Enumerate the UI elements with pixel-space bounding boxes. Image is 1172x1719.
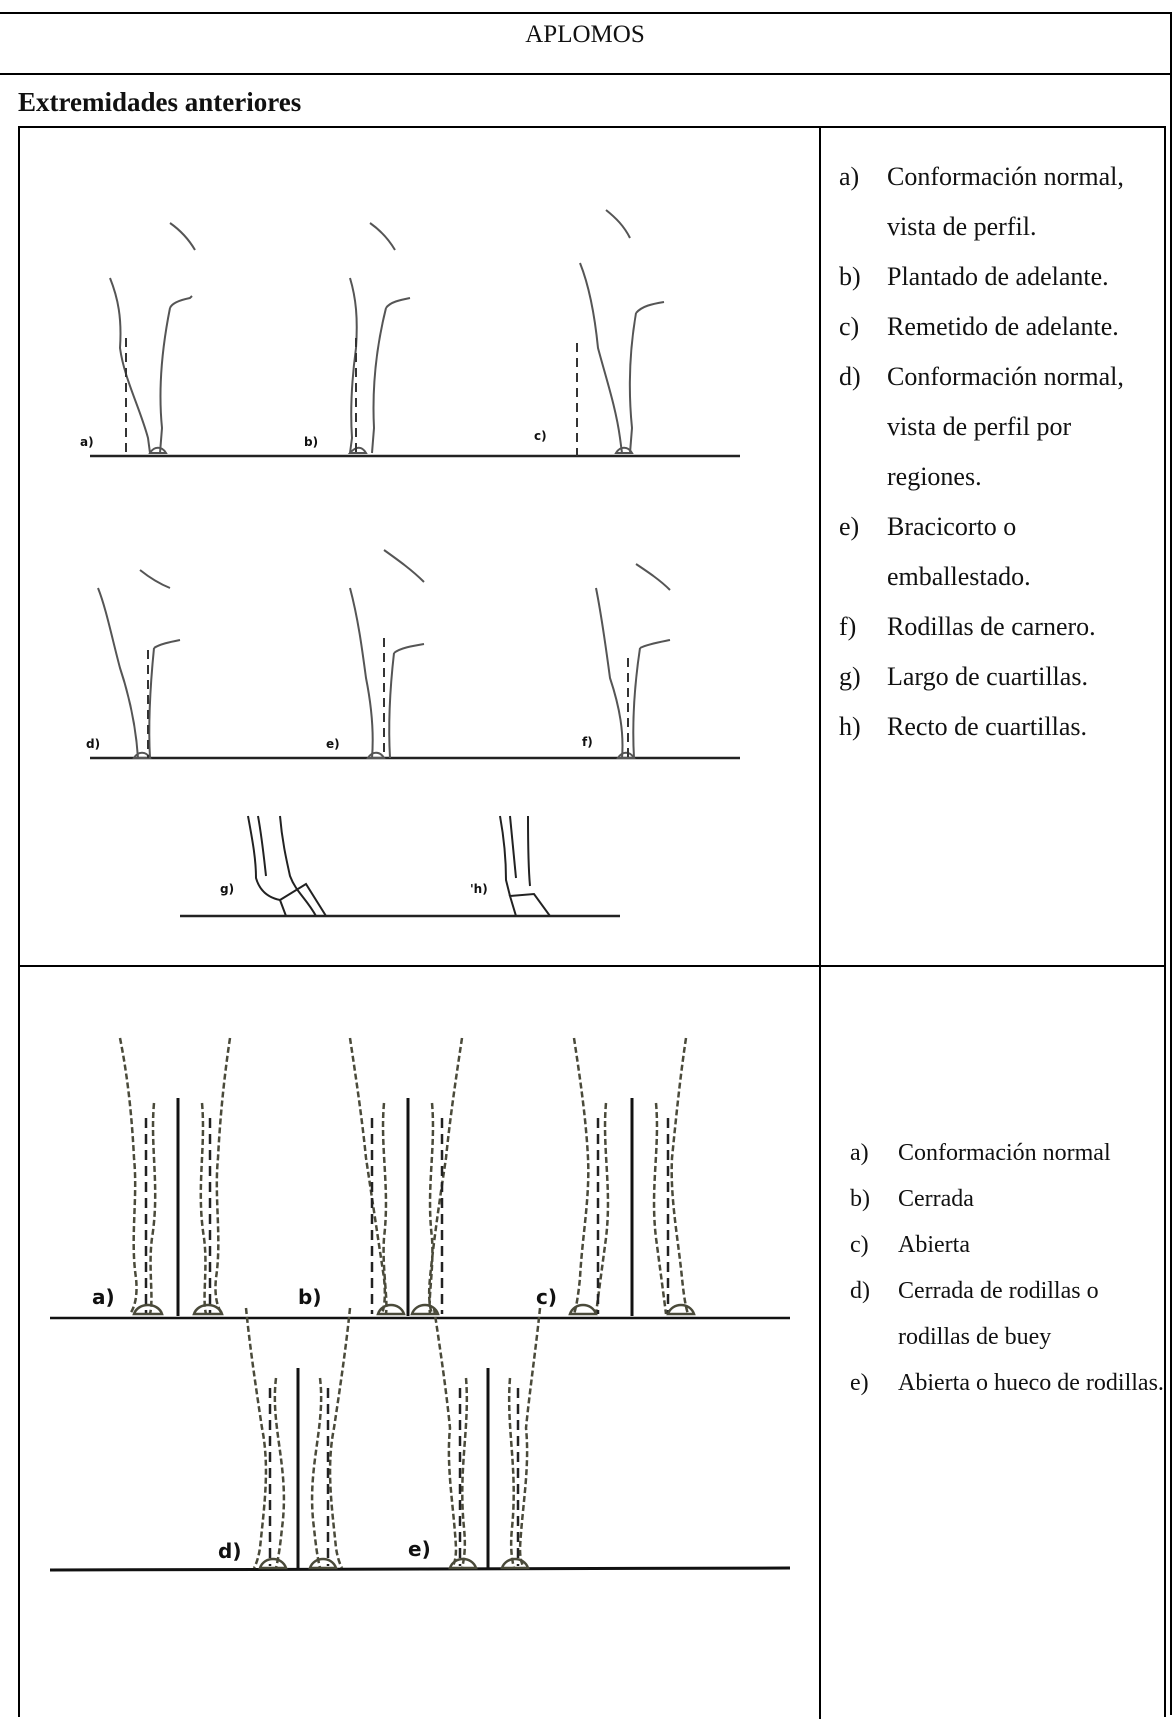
caption-letter: b) (850, 1176, 870, 1222)
caption-item: a) Conformación normal, vista de perfil. (839, 152, 1159, 252)
label-b: b) (304, 435, 318, 449)
label-h: 'h) (470, 882, 488, 896)
caption-item: e) Bracicorto o emballestado. (839, 502, 1159, 602)
caption-letter: h) (839, 702, 861, 752)
caption-letter: a) (850, 1130, 869, 1176)
frontal-view-figure: a) b) c) d) e) (50, 1008, 790, 1628)
caption-letter: g) (839, 652, 861, 702)
section-heading: Extremidades anteriores (18, 87, 301, 118)
caption-letter: c) (839, 302, 859, 352)
caption-text: Cerrada de rodillas o rodillas de buey (898, 1278, 1099, 1350)
content-table: a) b) c) d) e) f) g) 'h) a) Conformación … (18, 126, 1166, 1717)
caption-letter: f) (839, 602, 856, 652)
caption-text: Abierta o hueco de rodillas. (898, 1370, 1164, 1396)
frontal-pair-c (570, 1038, 694, 1316)
caption-item: b) Cerrada (850, 1176, 1165, 1222)
label-f: f) (582, 735, 593, 749)
caption-item: e) Abierta o hueco de rodillas. (850, 1360, 1165, 1406)
caption-item: d) Cerrada de rodillas o rodillas de buey (850, 1268, 1165, 1360)
lateral-view-figure: a) b) c) d) e) f) g) 'h) (50, 168, 750, 928)
caption-text: Conformación normal, vista de perfil. (887, 162, 1124, 241)
label-a: a) (92, 1285, 115, 1309)
caption-item: g) Largo de cuartillas. (839, 652, 1159, 702)
table-title: APLOMOS (0, 14, 1170, 75)
label-g: g) (220, 882, 234, 896)
caption-text: Rodillas de carnero. (887, 612, 1096, 641)
caption-item: d) Conformación normal, vista de perfil p… (839, 352, 1159, 502)
caption-item: c) Abierta (850, 1222, 1165, 1268)
lateral-panel-labels: a) b) c) d) e) f) g) 'h) (80, 429, 593, 896)
label-e: e) (326, 737, 340, 751)
caption-letter: a) (839, 152, 859, 202)
label-c: c) (534, 429, 547, 443)
caption-text: Largo de cuartillas. (887, 662, 1088, 691)
caption-text: Recto de cuartillas. (887, 712, 1087, 741)
caption-item: a) Conformación normal (850, 1130, 1165, 1176)
caption-item: b) Plantado de adelante. (839, 252, 1159, 302)
label-c: c) (536, 1285, 557, 1309)
caption-item: f) Rodillas de carnero. (839, 602, 1159, 652)
frontal-captions: a) Conformación normal b) Cerrada c) Abiert… (850, 1130, 1165, 1406)
label-d: d) (86, 737, 100, 751)
caption-item: c) Remetido de adelante. (839, 302, 1159, 352)
outer-table: APLOMOS Extremidades anteriores (0, 12, 1172, 1715)
label-b: b) (298, 1285, 321, 1309)
frontal-pair-a (120, 1038, 230, 1316)
caption-letter: d) (850, 1268, 870, 1314)
frontal-pair-b (350, 1038, 462, 1316)
frontal-pair-e (434, 1308, 540, 1568)
caption-letter: c) (850, 1222, 869, 1268)
caption-text: Cerrada (898, 1186, 974, 1212)
label-a: a) (80, 435, 94, 449)
caption-letter: e) (850, 1360, 869, 1406)
caption-text: Conformación normal, vista de perfil por… (887, 362, 1124, 491)
caption-letter: e) (839, 502, 859, 552)
caption-item: h) Recto de cuartillas. (839, 702, 1159, 752)
caption-text: Conformación normal (898, 1140, 1111, 1166)
label-d: d) (218, 1539, 241, 1563)
lateral-captions: a)Conformación normal, vista de perfil. … (839, 152, 1159, 752)
caption-text: Remetido de adelante. (887, 312, 1119, 341)
row-divider (20, 965, 1166, 967)
column-divider (819, 128, 821, 1719)
label-e: e) (408, 1537, 431, 1561)
caption-text: Abierta (898, 1232, 970, 1258)
caption-letter: b) (839, 252, 861, 302)
frontal-pair-d (246, 1308, 350, 1568)
caption-text: Plantado de adelante. (887, 262, 1109, 291)
caption-letter: d) (839, 352, 861, 402)
caption-text: Bracicorto o emballestado. (887, 512, 1031, 591)
